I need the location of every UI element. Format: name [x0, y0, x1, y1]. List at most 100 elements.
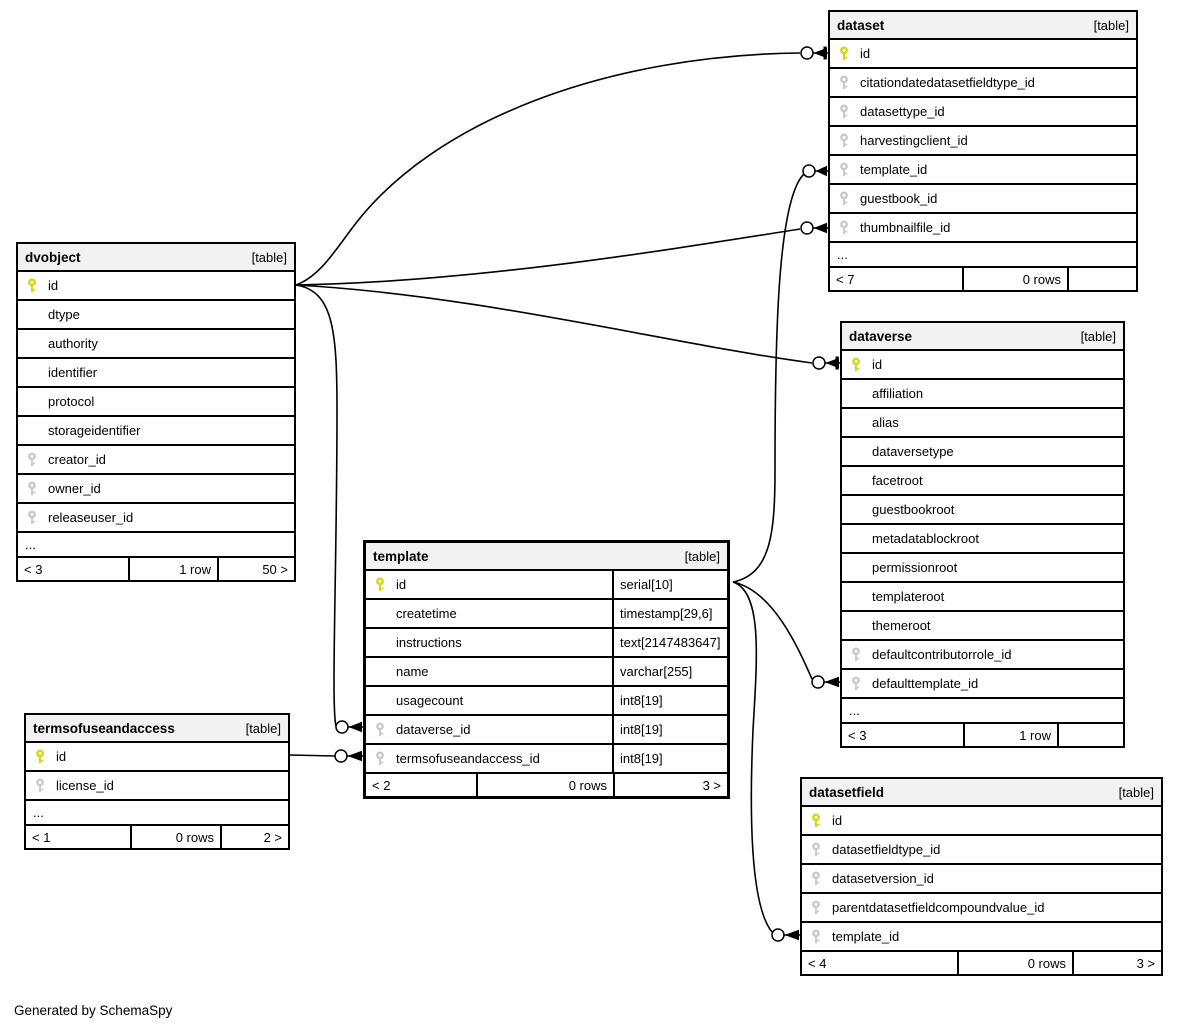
column-row-defaultcontributorrole_id: defaultcontributorrole_id	[842, 641, 1123, 670]
zero-circle	[802, 164, 816, 178]
table-header[interactable]: datasetfield[table]	[802, 779, 1161, 807]
table-header[interactable]: termsofuseandaccess[table]	[26, 715, 288, 743]
column-row-storageidentifier: storageidentifier	[18, 417, 294, 446]
column-row-templateroot: templateroot	[842, 583, 1123, 612]
table-header[interactable]: dataset[table]	[830, 12, 1136, 40]
table-node-dataverse[interactable]: dataverse [table] id affiliation alias datave…	[840, 321, 1125, 748]
column-name: facetroot	[872, 473, 923, 488]
table-name: dataverse	[849, 328, 913, 344]
table-name: termsofuseandaccess	[33, 720, 175, 736]
column-name: parentdatasetfieldcompoundvalue_id	[832, 900, 1045, 915]
row-count: 0 rows	[478, 774, 615, 796]
table-node-datasetfield[interactable]: datasetfield[table] id datasetfieldtype_id…	[800, 777, 1163, 976]
column-name: dataverse_id	[396, 722, 471, 737]
row-count: 0 rows	[964, 268, 1069, 290]
foreign-key-icon	[18, 481, 48, 497]
table-node-dataset[interactable]: dataset[table]id citationdatedatasetfield…	[828, 10, 1138, 292]
table-name: template	[373, 548, 429, 564]
row-count: 0 rows	[959, 952, 1074, 974]
column-name: dataversetype	[872, 444, 954, 459]
column-name: template_id	[860, 162, 928, 177]
foreign-key-icon	[802, 929, 832, 945]
column-name: usagecount	[396, 693, 464, 708]
column-name: template_id	[832, 929, 900, 944]
column-name: releaseuser_id	[48, 510, 134, 525]
foreign-key-icon	[366, 751, 396, 767]
foreign-key-icon	[830, 133, 860, 149]
table-header[interactable]: template [table]	[366, 543, 727, 571]
column-name: citationdatedatasetfieldtype_id	[860, 75, 1035, 90]
column-row-dtype: dtype	[18, 301, 294, 330]
column-name: affiliation	[872, 386, 924, 401]
zero-circle	[771, 928, 785, 942]
column-name: id	[872, 357, 883, 372]
table-type-tag: [table]	[251, 249, 287, 265]
column-name: id	[56, 749, 67, 764]
column-row-datasetfieldtype_id: datasetfieldtype_id	[802, 836, 1161, 865]
column-row-guestbookroot: guestbookroot	[842, 496, 1123, 525]
column-type: text[2147483647]	[612, 629, 727, 656]
foreign-key-icon	[802, 871, 832, 887]
primary-key-icon	[26, 749, 56, 765]
column-row-alias: alias	[842, 409, 1123, 438]
column-row-defaulttemplate_id: defaulttemplate_id	[842, 670, 1123, 699]
zero-circle	[334, 749, 348, 763]
fk-edge-termsofuseandaccess.id-to-template.termsofuseandaccess_id	[289, 749, 363, 763]
foreign-key-icon	[26, 778, 56, 794]
table-name: dataset	[837, 17, 885, 33]
column-name: termsofuseandaccess_id	[396, 751, 540, 766]
table-type-tag: [table]	[1080, 328, 1116, 344]
parent-count: < 3	[18, 558, 130, 580]
crow-foot-arrow	[348, 721, 362, 733]
column-name: datasetversion_id	[832, 871, 934, 886]
column-type: int8[19]	[612, 687, 727, 714]
zero-circle	[812, 356, 826, 370]
more-columns-ellipsis: ...	[26, 801, 288, 826]
column-row-id: id	[830, 40, 1136, 69]
table-header[interactable]: dataverse [table]	[842, 323, 1123, 351]
column-row-id: id	[842, 351, 1123, 380]
column-row-instructions: instructions text[2147483647]	[366, 629, 727, 658]
crow-foot-arrow	[347, 750, 362, 762]
fk-edge-dvobject.id-to-template.dataverse_id	[295, 284, 363, 734]
crow-foot-arrow	[815, 165, 827, 177]
column-name: permissionroot	[872, 560, 958, 575]
row-count: 1 row	[130, 558, 219, 580]
table-header[interactable]: dvobject[table]	[18, 244, 294, 272]
column-row-citationdatedatasetfieldtype_id: citationdatedatasetfieldtype_id	[830, 69, 1136, 98]
more-columns-ellipsis: ...	[830, 243, 1136, 268]
foreign-key-icon	[830, 75, 860, 91]
foreign-key-icon	[830, 191, 860, 207]
table-type-tag: [table]	[684, 548, 720, 564]
column-name: alias	[872, 415, 899, 430]
column-row-license_id: license_id	[26, 772, 288, 801]
column-name: dtype	[48, 307, 80, 322]
parent-count: < 2	[366, 774, 478, 796]
column-row-id: id	[18, 272, 294, 301]
parent-count: < 4	[802, 952, 959, 974]
foreign-key-icon	[18, 510, 48, 526]
column-name: id	[832, 813, 843, 828]
column-row-protocol: protocol	[18, 388, 294, 417]
column-name: instructions	[396, 635, 462, 650]
column-name: createtime	[396, 606, 457, 621]
table-node-termsofuseandaccess[interactable]: termsofuseandaccess[table] id license_id..…	[24, 713, 290, 850]
foreign-key-icon	[830, 220, 860, 236]
column-name: thumbnailfile_id	[860, 220, 951, 235]
child-count: 2 >	[263, 829, 282, 845]
column-name: guestbookroot	[872, 502, 955, 517]
generator-note: Generated by SchemaSpy	[14, 1003, 173, 1018]
child-count: 3 >	[1136, 955, 1155, 971]
column-name: datasettype_id	[860, 104, 945, 119]
column-name: defaultcontributorrole_id	[872, 647, 1012, 662]
foreign-key-icon	[802, 900, 832, 916]
crow-foot-arrow	[813, 222, 827, 234]
